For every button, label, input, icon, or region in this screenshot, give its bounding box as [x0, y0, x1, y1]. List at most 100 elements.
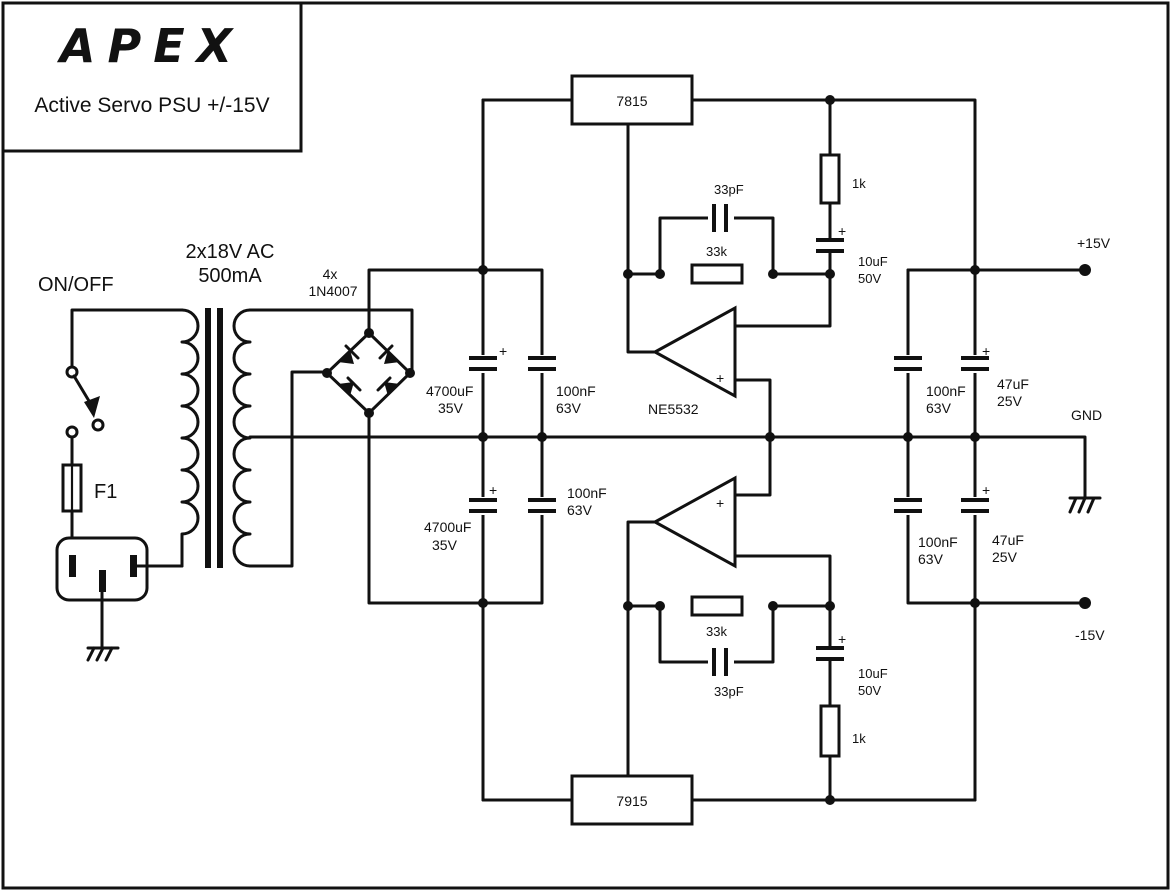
- fuse-label: F1: [94, 481, 117, 503]
- bridge-count-label: 4x: [323, 266, 338, 282]
- svg-text:10uF: 10uF: [858, 666, 888, 681]
- svg-text:33pF: 33pF: [714, 182, 744, 197]
- svg-text:100nF: 100nF: [567, 485, 607, 501]
- cap-100nf-raw-neg: 100nF 63V: [528, 485, 607, 518]
- res-33k-neg: 33k: [690, 595, 744, 639]
- svg-text:+: +: [489, 482, 497, 498]
- res-33k-pos: 33k: [690, 244, 744, 285]
- svg-text:50V: 50V: [858, 271, 881, 286]
- svg-text:+: +: [716, 495, 724, 511]
- diode-icon: [338, 344, 360, 364]
- cap-100nf-raw-pos: 100nF 63V: [528, 355, 596, 416]
- svg-text:+: +: [982, 343, 990, 359]
- terminal-pos15: [1079, 264, 1091, 276]
- svg-text:+: +: [838, 631, 846, 647]
- svg-text:4700uF: 4700uF: [426, 383, 473, 399]
- wire-pos-out-rail: [690, 98, 977, 802]
- iec-pin-earth: [99, 570, 106, 592]
- out-gnd-label: GND: [1071, 407, 1102, 423]
- svg-text:33k: 33k: [706, 624, 727, 639]
- wire-7815-adj: [626, 122, 657, 354]
- secondary-winding: [232, 308, 252, 568]
- svg-text:47uF: 47uF: [997, 376, 1029, 392]
- primary-winding: [180, 308, 200, 568]
- svg-text:33k: 33k: [706, 244, 727, 259]
- wire-out-cap-loop: [906, 268, 977, 605]
- svg-text:+: +: [982, 482, 990, 498]
- svg-text:10uF: 10uF: [858, 254, 888, 269]
- svg-text:35V: 35V: [432, 537, 458, 553]
- iec-pin-live: [69, 555, 76, 577]
- bridge-rectifier: 4x 1N4007: [308, 266, 415, 418]
- bridge-outline: [324, 330, 413, 416]
- cap-10uf-neg: + 10uF 50V: [816, 631, 888, 698]
- core-left: [205, 308, 211, 568]
- diode-icon: [376, 376, 400, 396]
- opamp-ne5532-pos: + NE5532: [648, 305, 737, 417]
- cap-33pf-pos: 33pF: [708, 182, 744, 232]
- res-1k-neg: [819, 704, 841, 758]
- cap-100nf-out-pos: 100nF 63V: [894, 355, 966, 416]
- transformer-voltage-label: 2x18V AC: [186, 241, 275, 263]
- diode-icon: [338, 376, 362, 396]
- switch-contact-top: [65, 365, 79, 379]
- wire-bridge-pos: [367, 268, 485, 335]
- svg-text:+: +: [838, 223, 846, 239]
- svg-text:63V: 63V: [556, 400, 582, 416]
- terminal-neg15: [1079, 597, 1091, 609]
- svg-text:+: +: [499, 343, 507, 359]
- junction-dot: [322, 368, 332, 378]
- regulator-7915: [570, 774, 694, 826]
- svg-text:25V: 25V: [997, 393, 1023, 409]
- title-block-border: [1, 1, 303, 153]
- svg-text:63V: 63V: [567, 502, 593, 518]
- switch-contact-side: [91, 418, 105, 432]
- svg-text:+: +: [716, 370, 724, 386]
- core-right: [217, 308, 223, 568]
- svg-text:100nF: 100nF: [926, 383, 966, 399]
- res-1k-pos-label: 1k: [852, 176, 866, 191]
- regulator-7815: [570, 74, 694, 126]
- ground-icon: [1068, 496, 1102, 514]
- svg-text:47uF: 47uF: [992, 532, 1024, 548]
- mains-input: ON/OFF F1: [38, 274, 184, 662]
- out-neg-label: -15V: [1075, 627, 1105, 643]
- schematic-title: Active Servo PSU +/-15V: [34, 94, 269, 117]
- diode-icon: [378, 344, 400, 364]
- wire-7915-adj: [626, 520, 657, 778]
- out-pos-label: +15V: [1077, 235, 1111, 251]
- wire-neg-opamp-out: [733, 554, 832, 650]
- apex-logo: APEX: [57, 19, 244, 73]
- svg-text:63V: 63V: [926, 400, 952, 416]
- title-block: APEX Active Servo PSU +/-15V: [1, 1, 303, 153]
- switch-arrow-icon: [84, 396, 100, 418]
- svg-text:50V: 50V: [858, 683, 881, 698]
- svg-text:100nF: 100nF: [918, 534, 958, 550]
- junction-dots: [478, 95, 980, 805]
- opamp-label: NE5532: [648, 401, 699, 417]
- bridge-part-label: 1N4007: [308, 283, 357, 299]
- res-1k-pos: [819, 153, 841, 205]
- res-1k-neg-label: 1k: [852, 731, 866, 746]
- cap-47uf-out-pos: + 47uF 25V: [961, 343, 1029, 409]
- cap-4700uf-neg: + 4700uF 35V: [424, 482, 497, 553]
- wire-ground-bus: [481, 435, 1087, 500]
- wire-switch-top: [70, 308, 184, 374]
- svg-text:100nF: 100nF: [556, 383, 596, 399]
- svg-text:63V: 63V: [918, 551, 944, 567]
- wire-pos-opamp-out: [733, 249, 832, 328]
- wire-sec-top: [248, 308, 414, 374]
- regulator-7815-label: 7815: [616, 93, 647, 109]
- svg-text:35V: 35V: [438, 400, 464, 416]
- junction-dot: [405, 368, 415, 378]
- wire-bridge-neg: [367, 411, 485, 605]
- svg-text:25V: 25V: [992, 549, 1018, 565]
- regulator-7915-label: 7915: [616, 793, 647, 809]
- opamp-ne5532-neg: +: [651, 475, 737, 569]
- cap-47uf-out-neg: + 47uF 25V: [961, 482, 1024, 565]
- cap-100nf-out-neg: 100nF 63V: [894, 497, 958, 567]
- svg-text:33pF: 33pF: [714, 684, 744, 699]
- cap-33pf-neg: 33pF: [708, 648, 744, 699]
